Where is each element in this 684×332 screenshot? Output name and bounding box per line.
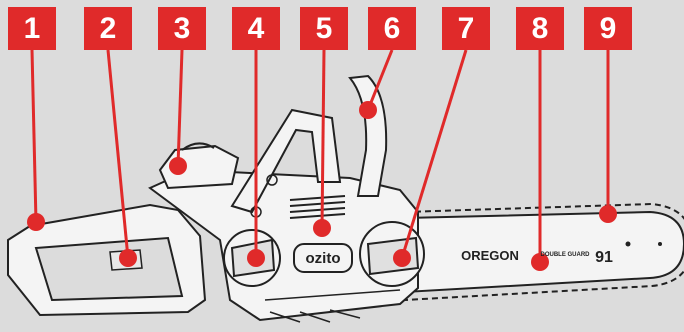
bar-clamp-knob — [359, 221, 425, 287]
callout-dots — [27, 101, 617, 271]
callout-5: 5 — [300, 7, 348, 50]
brand-badge — [293, 243, 353, 273]
brand-logo: ozito — [306, 250, 341, 267]
callout-4: 4 — [232, 7, 280, 50]
bar-model-text: 91 — [595, 249, 613, 266]
callout-8: 8 — [516, 7, 564, 50]
bar-guard-text: DOUBLE GUARD — [541, 252, 591, 258]
rear-handle — [7, 203, 207, 317]
chain-brake-lever — [348, 74, 388, 197]
callout-7: 7 — [442, 7, 490, 50]
callout-3: 3 — [158, 7, 206, 50]
motor-housing — [148, 168, 419, 323]
callout-leaders — [30, 49, 610, 262]
callout-9: 9 — [584, 7, 632, 50]
bar-brand-text: OREGON — [461, 248, 519, 263]
callout-2: 2 — [84, 7, 132, 50]
callout-1: 1 — [8, 7, 56, 50]
callout-6: 6 — [368, 7, 416, 50]
